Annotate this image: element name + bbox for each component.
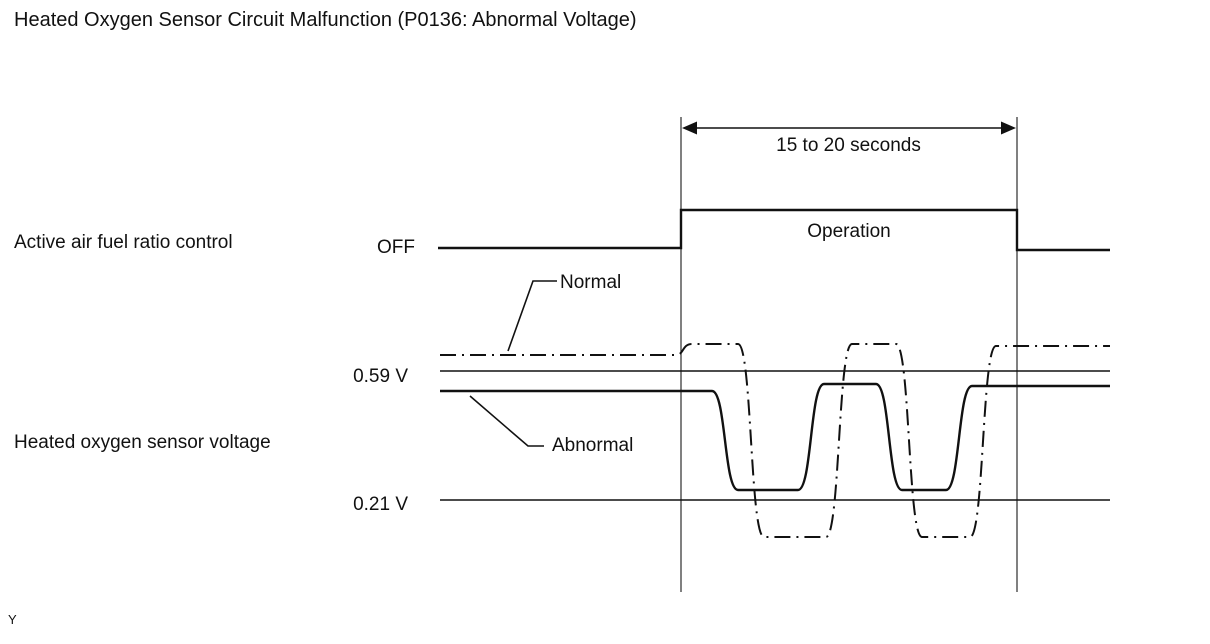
- duration-arrow-right-head: [1001, 121, 1016, 135]
- normal-waveform: [440, 343, 1110, 538]
- normal-label: Normal: [560, 272, 622, 293]
- abnormal-leader-line: [469, 395, 544, 447]
- y-marker: Y: [8, 612, 17, 627]
- operation-label: Operation: [807, 221, 891, 242]
- off-label: OFF: [377, 237, 415, 258]
- page-title: Heated Oxygen Sensor Circuit Malfunction…: [14, 9, 637, 31]
- abnormal-label: Abnormal: [552, 435, 634, 456]
- active-control-label: Active air fuel ratio control: [14, 232, 233, 253]
- normal-leader-line: [507, 280, 557, 352]
- ref-label-0-21: 0.21 V: [353, 494, 408, 515]
- duration-label: 15 to 20 seconds: [776, 135, 921, 156]
- duration-arrow-left-head: [682, 121, 697, 135]
- active-control-trace: [438, 208, 1110, 252]
- ref-label-0-59: 0.59 V: [353, 366, 408, 387]
- abnormal-waveform: [440, 382, 1110, 492]
- duration-arrow: [682, 121, 1016, 135]
- sensor-voltage-label: Heated oxygen sensor voltage: [14, 432, 271, 453]
